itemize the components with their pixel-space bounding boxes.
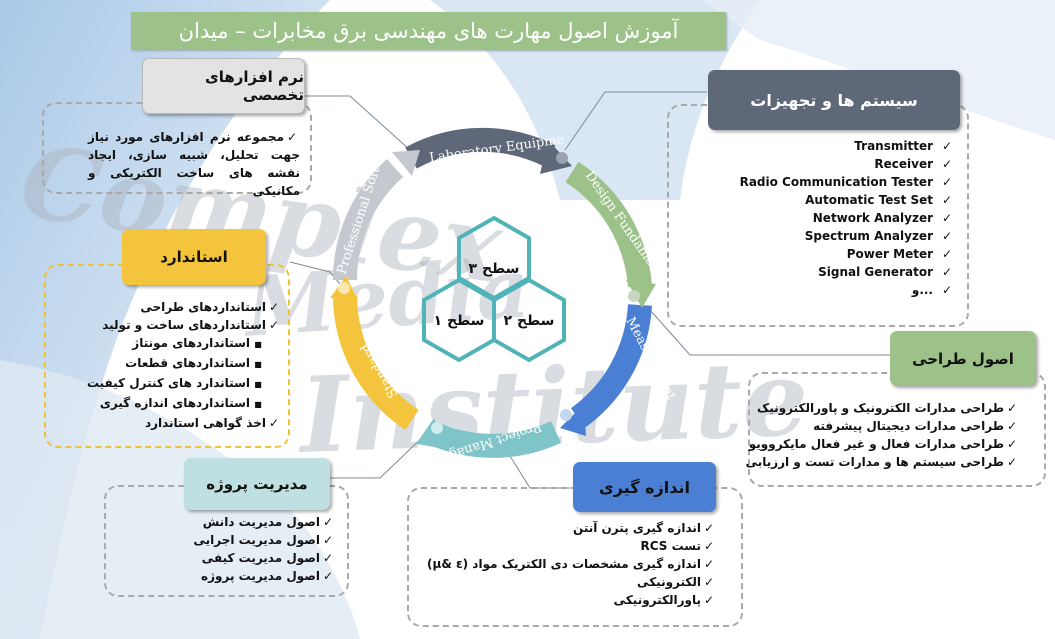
list-item: ✓الکترونیکی xyxy=(637,575,715,589)
list-item: ✓پاورالکترونیکی xyxy=(613,593,715,607)
node-dot xyxy=(338,282,350,294)
measure-header: اندازه گیری xyxy=(573,462,716,512)
list-item: ✓طراحی مدارات فعال و غیر فعال مایکروویو xyxy=(748,437,1018,451)
list-item: و...✓ xyxy=(911,283,953,297)
list-item: ✓استانداردهای ساخت و تولید xyxy=(102,318,280,332)
list-item: ✓طراحی مدارات الکترونیک و پاورالکترونیک xyxy=(757,401,1018,415)
arrowhead-1 xyxy=(540,140,572,174)
arc-label-software: Professional Softw xyxy=(335,155,387,277)
list-item: Signal Generator✓ xyxy=(818,265,953,279)
node-dot xyxy=(556,152,568,164)
arc-measurement xyxy=(570,304,652,428)
node-dot xyxy=(560,409,572,421)
list-item: ✓اندازه گیری مشخصات دی الکتریک مواد (µ& … xyxy=(427,557,715,571)
measure-list: ✓اندازه گیری پترن آنتن ✓تست RCS ✓اندازه … xyxy=(425,519,717,609)
arc-project-management xyxy=(424,421,562,458)
list-item: ■استانداردهای قطعات xyxy=(125,356,262,370)
arc-label-design: Design Fundame xyxy=(582,169,658,269)
arrowhead-3 xyxy=(560,404,586,436)
list-item: ✓طراحی سیستم ها و مدارات تست و ارزیابی xyxy=(745,455,1018,469)
list-item: Transmitter✓ xyxy=(854,139,953,153)
arc-laboratory-equipment xyxy=(405,127,556,169)
hex-level-1: سطح ۱ xyxy=(422,277,496,363)
hex-label-1: سطح ۱ xyxy=(434,313,485,329)
page-title: آموزش اصول مهارت های مهندسی برق مخابرات … xyxy=(131,12,726,50)
arc-professional-software xyxy=(332,159,404,281)
hex-label-3: سطح ۳ xyxy=(469,261,520,277)
software-header: نرم افزارهای تخصصی xyxy=(142,58,305,114)
systems-list: Transmitter✓ Receiver✓ Radio Communicati… xyxy=(690,137,955,299)
list-item: ■استانداردهای اندازه گیری xyxy=(99,396,262,410)
project-header: مدیریت پروژه xyxy=(184,458,330,510)
list-item: ■استانداردهای مونتاژ xyxy=(132,336,262,350)
list-item: ■استاندارد های کنترل کیفیت xyxy=(86,376,262,390)
list-item: Power Meter✓ xyxy=(846,247,953,261)
software-list: ✓مجموعه نرم افزارهای مورد نیاز جهت تحلیل… xyxy=(88,128,300,200)
design-list: ✓طراحی مدارات الکترونیک و پاورالکترونیک … xyxy=(745,399,1020,471)
list-item: ✓اصول مدیریت اجرایی xyxy=(193,533,334,547)
standard-header: استاندارد xyxy=(122,229,266,285)
standard-list: ✓استانداردهای طراحی ✓استانداردهای ساخت و… xyxy=(60,298,282,432)
list-item: ✓تست RCS xyxy=(640,539,715,553)
arrowhead-4 xyxy=(416,418,444,448)
hex-level-2: سطح ۲ xyxy=(492,277,566,363)
systems-header: سیستم ها و تجهیزات xyxy=(708,70,960,130)
list-item: Spectrum Analyzer✓ xyxy=(804,229,953,243)
arrowhead-6 xyxy=(392,150,420,176)
arc-design-fundamentals xyxy=(565,161,652,288)
list-item: ✓اصول مدیریت پروژه xyxy=(201,569,334,583)
connector-lines xyxy=(289,91,890,489)
list-item: ✓اصول مدیریت کیفی xyxy=(201,551,334,565)
list-item: ✓اندازه گیری پترن آنتن xyxy=(573,521,715,535)
list-item: Automatic Test Set✓ xyxy=(805,193,953,207)
list-item: ✓مجموعه نرم افزارهای مورد نیاز جهت تحلیل… xyxy=(88,130,300,198)
node-dot xyxy=(628,290,640,302)
list-item: Network Analyzer✓ xyxy=(812,211,953,225)
list-item: ✓اخذ گواهی استاندارد xyxy=(144,416,280,430)
list-item: ✓استانداردهای طراحی xyxy=(140,300,280,314)
design-header: اصول طراحی xyxy=(890,331,1036,386)
list-item: ✓طراحی مدارات دیجیتال پیشرفته xyxy=(813,419,1018,433)
list-item: ✓اصول مدیریت دانش xyxy=(202,515,334,529)
list-item: Receiver✓ xyxy=(874,157,953,171)
list-item: Radio Communication Tester✓ xyxy=(739,175,953,189)
node-dot xyxy=(431,422,443,434)
project-list: ✓اصول مدیریت دانش ✓اصول مدیریت اجرایی ✓ا… xyxy=(150,513,336,585)
arc-standard xyxy=(333,295,419,430)
arrowhead-2 xyxy=(626,280,656,308)
hex-label-2: سطح ۲ xyxy=(504,313,555,329)
